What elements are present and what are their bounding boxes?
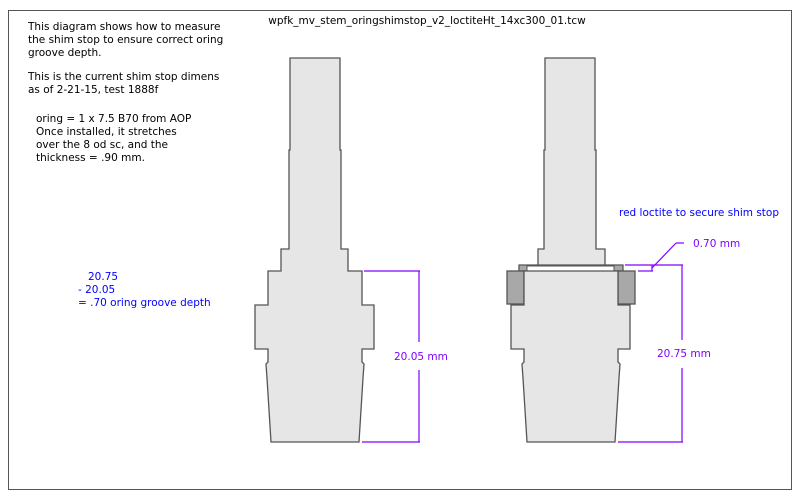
thread-marks <box>544 60 596 148</box>
stem-without-shim: 20.05 mm <box>254 57 448 443</box>
stem-upper <box>537 57 606 267</box>
svg-text:oring = 1 x 7.5 B70 from AOP: oring = 1 x 7.5 B70 from AOP <box>36 113 191 125</box>
stem-body <box>510 270 631 443</box>
drawing-border <box>8 10 792 490</box>
shim-gap <box>526 265 615 272</box>
shim-gap-label: 0.70 mm <box>693 238 740 250</box>
left-height-label: 20.05 mm <box>394 351 448 363</box>
drawing-title: wpfk_mv_stem_oringshimstop_v2_loctiteHt_… <box>268 15 586 27</box>
svg-text:This is the current shim stop: This is the current shim stop dimens <box>27 71 219 83</box>
current-dimens-note: This is the current shim stop dimens as … <box>27 71 219 96</box>
groove-depth-calculation: 20.75 - 20.05 = .70 oring groove depth <box>78 271 211 309</box>
oring-right <box>617 270 636 305</box>
svg-text:20.75: 20.75 <box>88 271 118 283</box>
stem-body <box>254 57 375 443</box>
thread-marks <box>289 60 341 148</box>
oring-left <box>506 270 525 305</box>
svg-text:This diagram shows how to meas: This diagram shows how to measure <box>27 21 220 33</box>
svg-text:the shim stop to ensure correc: the shim stop to ensure correct oring <box>28 34 223 46</box>
svg-text:- 20.05: - 20.05 <box>78 284 115 296</box>
svg-text:Once installed, it stretches: Once installed, it stretches <box>36 126 177 138</box>
svg-text:as of 2-21-15, test 1888f: as of 2-21-15, test 1888f <box>28 84 159 96</box>
intro-note: This diagram shows how to measure the sh… <box>27 21 223 59</box>
svg-text:over the 8 od sc, and the: over the 8 od sc, and the <box>36 139 168 151</box>
svg-text:thickness = .90 mm.: thickness = .90 mm. <box>36 152 145 164</box>
svg-text:= .70 oring groove depth: = .70 oring groove depth <box>78 297 211 309</box>
loctite-callout: red loctite to secure shim stop <box>619 207 779 219</box>
dimension-shim-gap <box>638 242 684 272</box>
dimension-left-height <box>362 270 420 443</box>
svg-text:groove depth.: groove depth. <box>28 47 102 59</box>
right-height-label: 20.75 mm <box>657 348 711 360</box>
oring-note: oring = 1 x 7.5 B70 from AOP Once instal… <box>36 113 191 164</box>
stem-with-shim: 20.75 mm 0.70 mm red loctite to secure s… <box>506 57 779 443</box>
dimension-right-height <box>618 264 683 443</box>
